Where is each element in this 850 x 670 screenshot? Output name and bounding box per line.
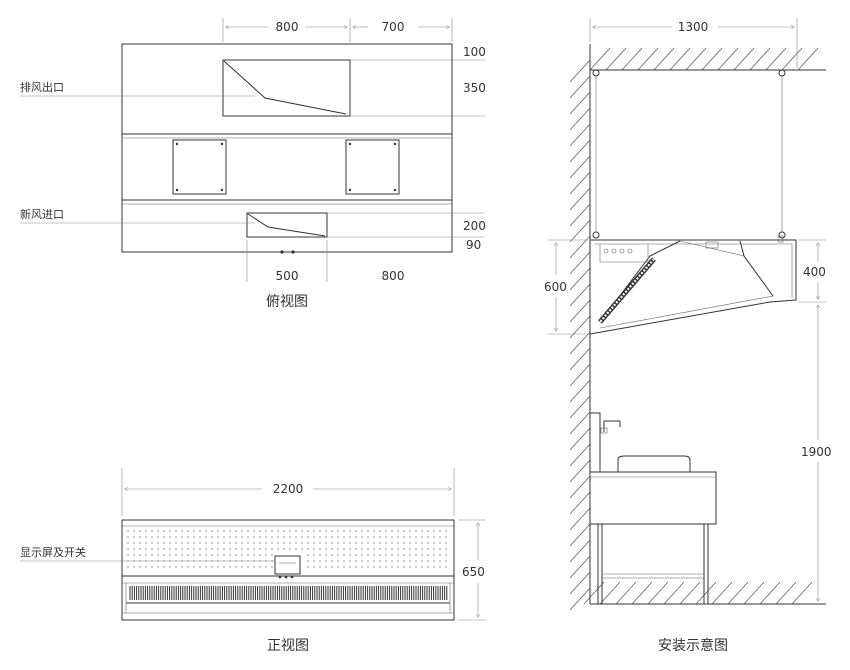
dim-top-800: 800 (276, 20, 299, 34)
title-install-view: 安装示意图 (658, 637, 728, 654)
dim-install-width: 1300 (678, 20, 709, 34)
dim-front-height: 650 (462, 565, 485, 579)
top-view: 800 700 100 350 200 90 500 800 排风出口 新风进口… (20, 18, 486, 310)
filter-panel-left (172, 139, 227, 195)
dim-hood-height: 600 (544, 280, 567, 294)
dim-bottom-800: 800 (382, 269, 405, 283)
lower-vent-grille (129, 586, 448, 600)
display-screen (274, 555, 301, 575)
title-top-view: 俯视图 (266, 294, 308, 310)
front-view-outline (121, 519, 455, 621)
install-view: 1300 600 (544, 18, 832, 654)
dim-right-90: 90 (466, 238, 481, 252)
dim-top-700: 700 (382, 20, 405, 34)
front-view: 2200 650 显示屏及开关 正视图 (20, 468, 486, 654)
top-view-outline (121, 43, 453, 253)
exhaust-outlet (222, 59, 351, 117)
title-front-view: 正视图 (267, 638, 309, 654)
label-exhaust-outlet: 排风出口 (20, 80, 64, 94)
hood-side-profile (589, 235, 797, 335)
dim-right-350: 350 (463, 81, 486, 95)
filter-panel-right (345, 139, 400, 195)
dim-front-width: 2200 (273, 482, 304, 496)
label-fresh-air-inlet: 新风进口 (20, 207, 64, 221)
dim-right-100: 100 (463, 45, 486, 59)
dim-front-height-400: 400 (803, 265, 826, 279)
stove-counter (589, 412, 717, 605)
dim-bottom-500: 500 (276, 269, 299, 283)
perforated-panel (127, 530, 447, 568)
dim-right-200: 200 (463, 219, 486, 233)
dim-floor-height: 1900 (801, 445, 832, 459)
label-display-and-switch: 显示屏及开关 (20, 545, 86, 559)
fresh-air-inlet (246, 212, 328, 238)
